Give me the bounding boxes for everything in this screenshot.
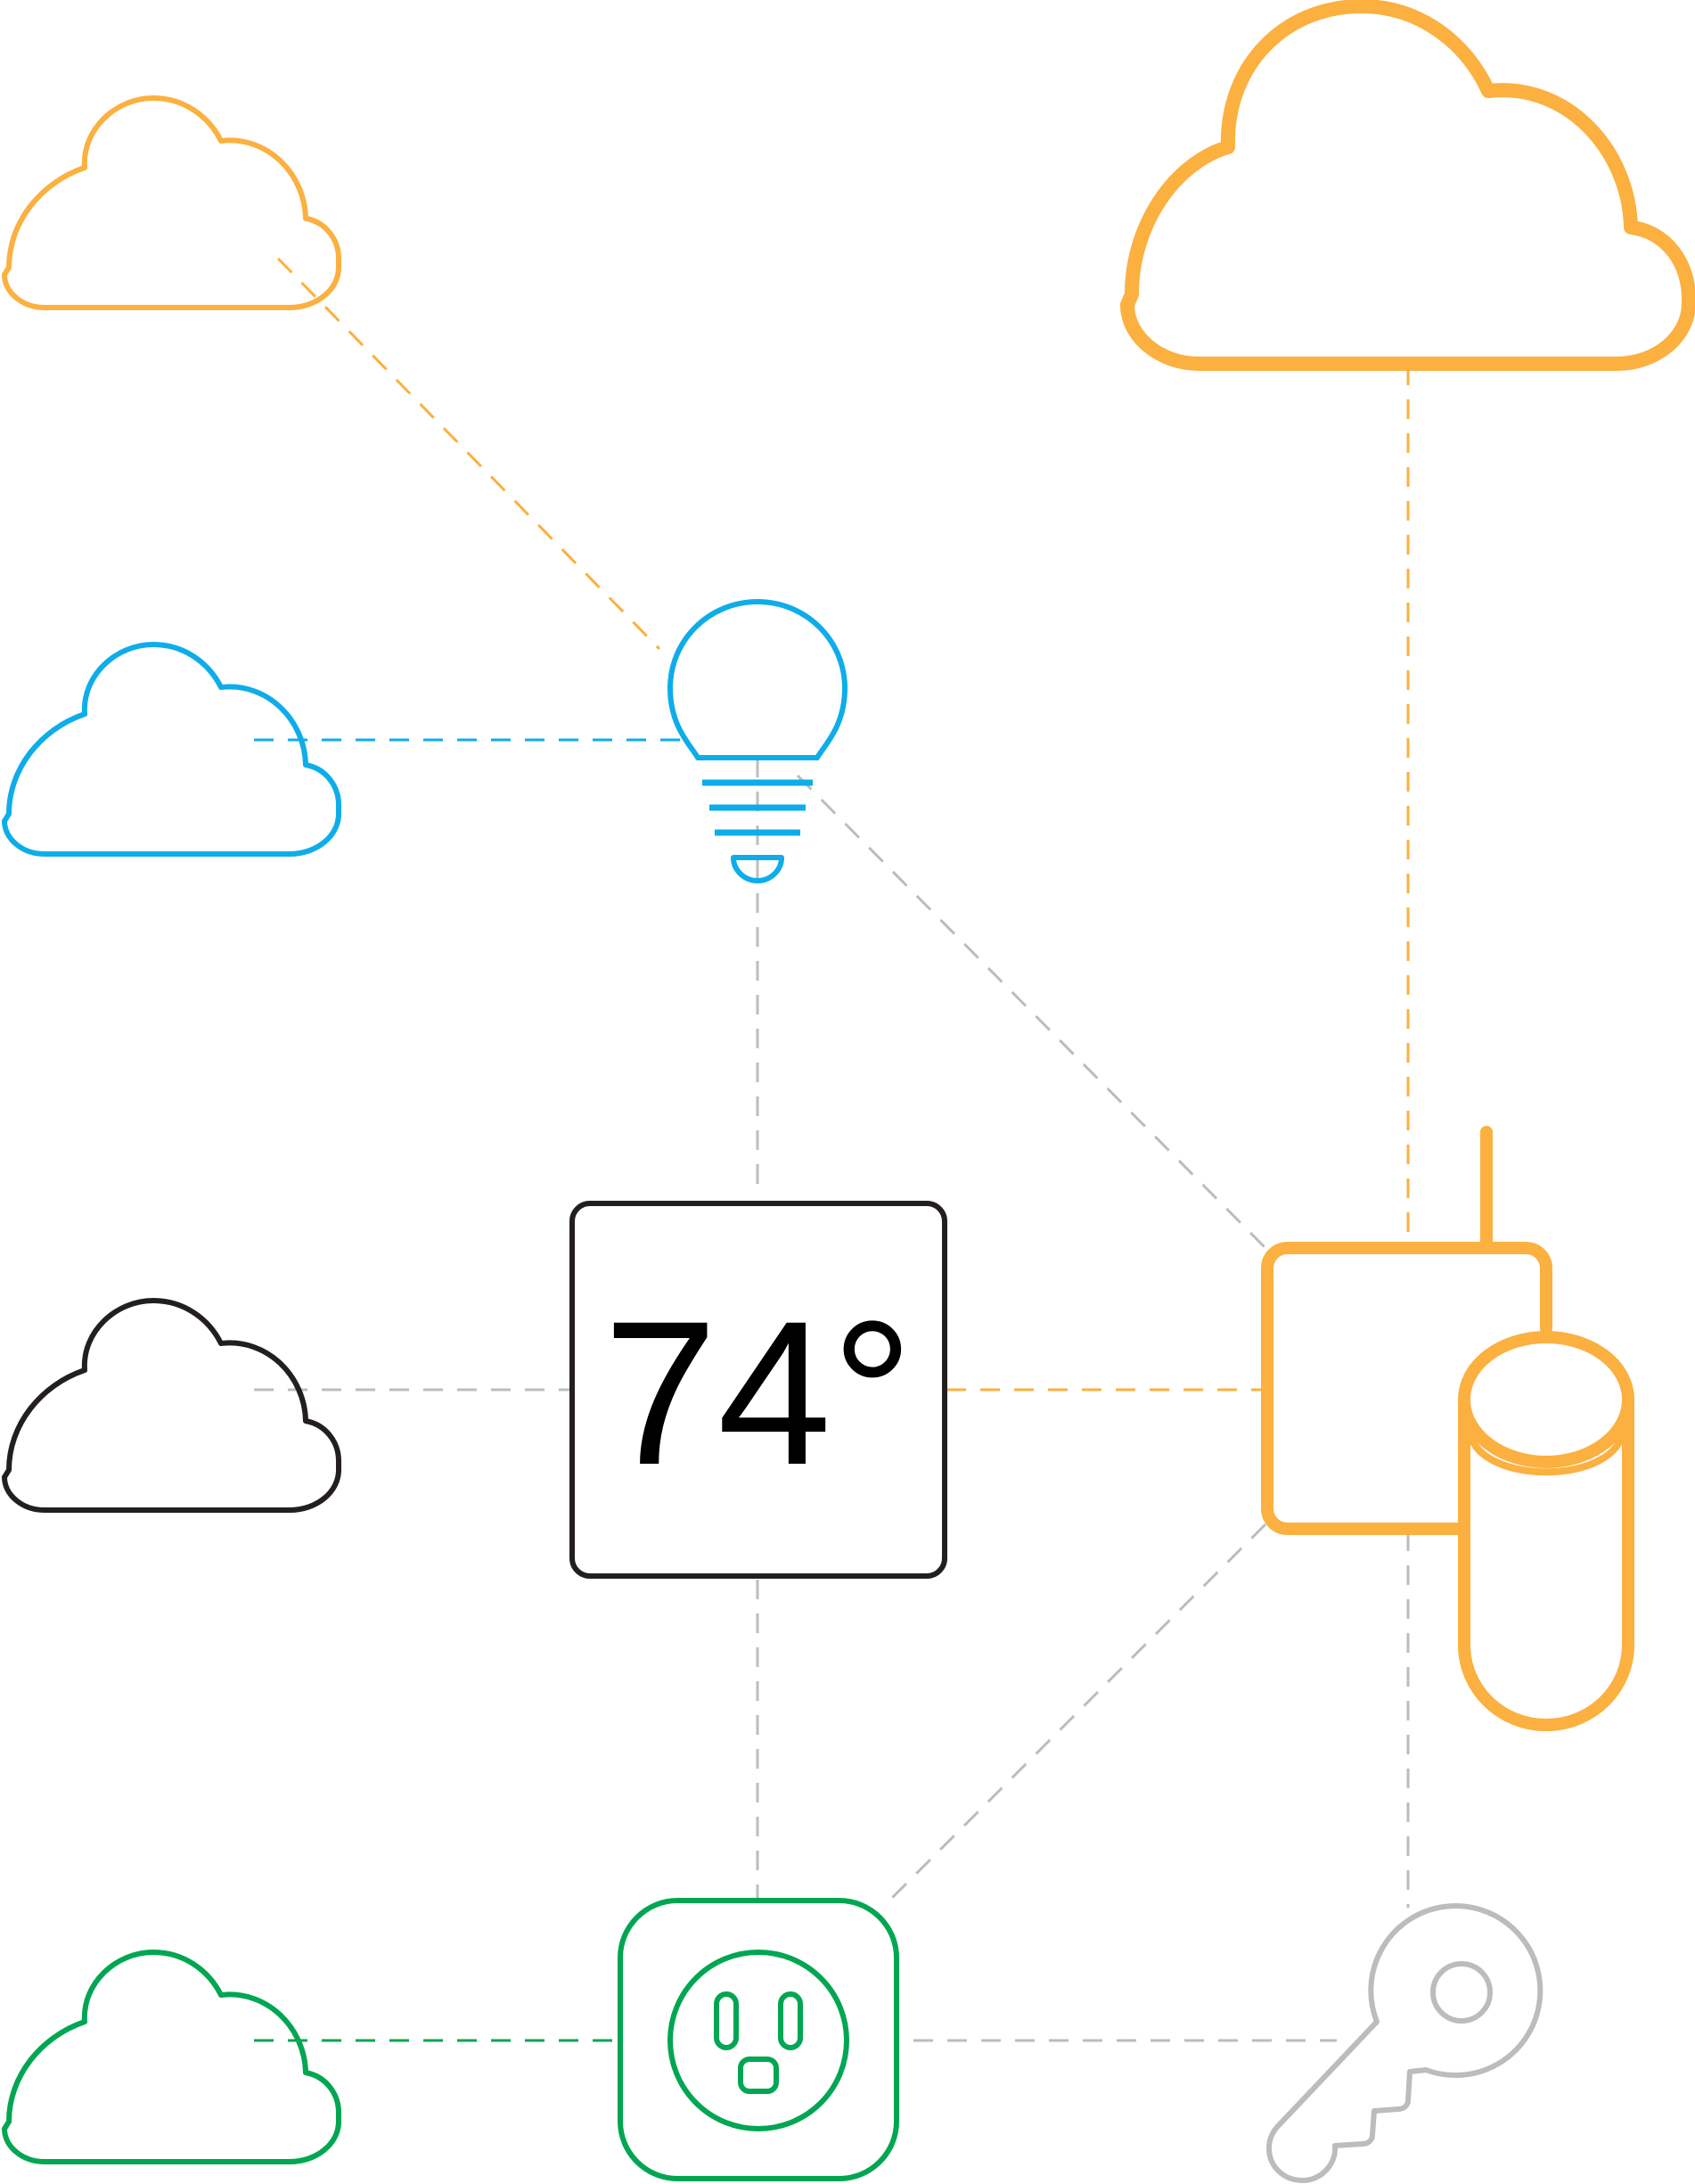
hub-router-icon [1261, 1126, 1552, 1535]
connector-orange-cloud-bulb [276, 257, 661, 651]
key-icon [1266, 1903, 1544, 2183]
bulb-tip [731, 855, 784, 883]
hub-body [1261, 1242, 1552, 1535]
cloud-icon-blue [4, 645, 339, 854]
database-ring [1467, 1432, 1625, 1476]
database-icon [1458, 1331, 1634, 1731]
key-hole [1430, 1961, 1493, 2024]
database-top [1458, 1331, 1634, 1468]
outlet-faceplate [667, 1950, 849, 2131]
power-outlet-icon [618, 1898, 899, 2181]
cloud-icon-orange [4, 98, 339, 308]
lightbulb-icon [667, 599, 848, 883]
thermostat-reading: 74° [603, 1278, 913, 1507]
connector-hub-outlet [880, 1523, 1267, 1909]
outlet-slot-left [714, 1991, 739, 2050]
cloud-icon-green [4, 1952, 339, 2162]
connector-bulb-hub [796, 774, 1267, 1250]
outlet-slot-right [778, 1991, 803, 2050]
main-cloud-icon [1120, 0, 1695, 371]
outlet-frame [618, 1898, 899, 2181]
thermostat-icon: 74° [569, 1201, 947, 1579]
outlet-ground [738, 2057, 779, 2094]
connections [254, 257, 1410, 2042]
key-outline [1266, 1903, 1544, 2183]
database-body [1458, 1393, 1634, 1731]
cloud-icon-black [4, 1301, 339, 1510]
thermostat-frame [569, 1201, 947, 1579]
